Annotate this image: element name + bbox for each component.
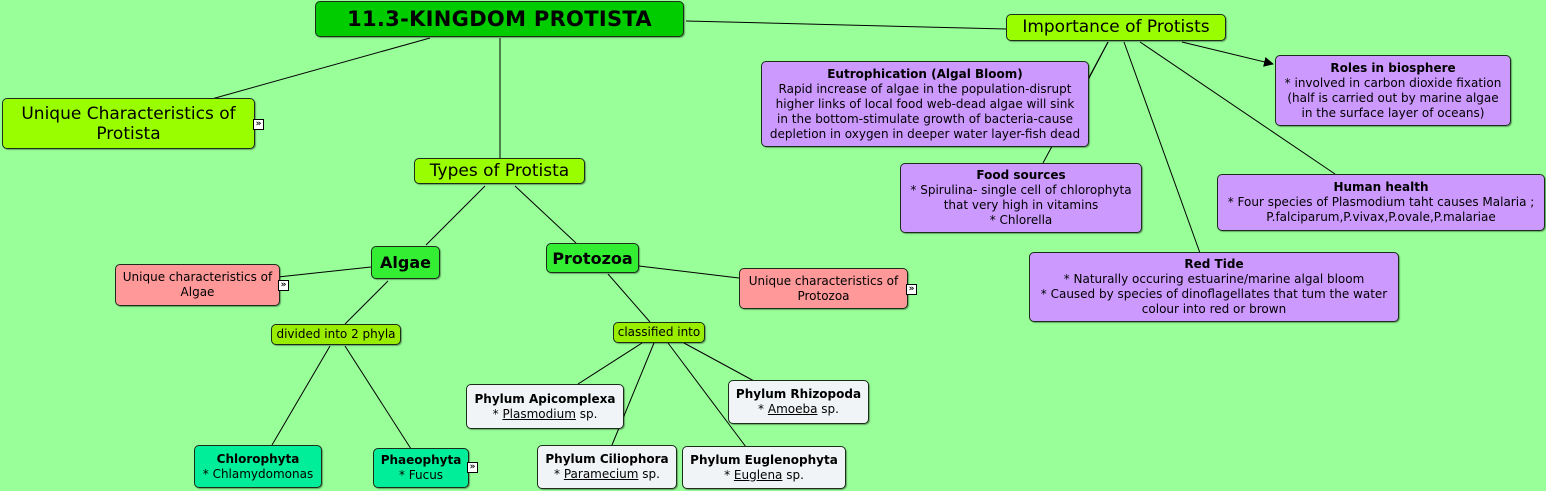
unique-algae-line-1: Unique characteristics of <box>122 270 273 284</box>
food-sources-line-1: * Spirulina- single cell of chlorophyta <box>910 183 1132 197</box>
eutrophication-title: Eutrophication (Algal Bloom) <box>827 66 1023 81</box>
unique-protista-line-2: Protista <box>96 123 161 144</box>
link-algae-divided <box>344 280 389 325</box>
euglenophyta-bullet: * <box>724 467 734 482</box>
ciliophora-bullet: * <box>554 467 564 481</box>
expand-icon[interactable]: » <box>467 462 478 473</box>
apicomplexa-suffix: sp. <box>575 406 598 421</box>
types-protista-node[interactable]: Types of Protista <box>414 158 585 184</box>
phaeophyta-example: * Fucus <box>398 468 444 482</box>
link-classified-apicomplexa <box>577 342 643 385</box>
red-tide-line-2: * Caused by species of dinoflagellates t… <box>1040 287 1388 301</box>
link-types-algae <box>425 185 486 246</box>
unique-protozoa-node[interactable]: Unique characteristics of Protozoa <box>739 268 908 309</box>
human-health-line-2: P.falciparum,P.vivax,P.ovale,P.malariae <box>1266 210 1496 224</box>
unique-protozoa-line-2: Protozoa <box>797 288 850 303</box>
apicomplexa-genus: Plasmodium <box>502 406 576 421</box>
link-kingdom-importance <box>685 20 1007 30</box>
protozoa-node[interactable]: Protozoa <box>546 243 639 273</box>
red-tide-line-1: * Naturally occuring estuarine/marine al… <box>1063 272 1365 286</box>
divided-link-node[interactable]: divided into 2 phyla <box>271 324 401 345</box>
phaeophyta-title: Phaeophyta <box>380 453 462 467</box>
red-tide-node[interactable]: Red Tide * Naturally occuring estuarine/… <box>1029 252 1399 322</box>
rhizopoda-suffix: sp. <box>817 402 839 416</box>
biosphere-line-3: in the surface layer of oceans) <box>1301 105 1485 120</box>
eutrophication-line-1: Rapid increase of algae in the populatio… <box>778 81 1072 96</box>
rhizopoda-node[interactable]: Phylum Rhizopoda * Amoeba sp. <box>728 380 869 424</box>
phaeophyta-node[interactable]: Phaeophyta * Fucus <box>373 448 469 488</box>
chlorophyta-node[interactable]: Chlorophyta * Chlamydomonas <box>194 445 322 488</box>
biosphere-line-1: * involved in carbon dioxide fixation <box>1284 75 1502 90</box>
chlorophyta-title: Chlorophyta <box>216 451 300 466</box>
food-sources-line-3: * Chlorella <box>989 213 1053 227</box>
unique-protozoa-line-1: Unique characteristics of <box>748 273 899 288</box>
biosphere-line-2: (half is carried out by marine algae <box>1287 90 1499 105</box>
human-health-node[interactable]: Human health * Four species of Plasmodiu… <box>1217 174 1545 231</box>
human-health-line-1: * Four species of Plasmodium taht causes… <box>1227 195 1535 209</box>
kingdom-protista-title: 11.3-KINGDOM PROTISTA <box>347 6 652 31</box>
food-sources-node[interactable]: Food sources * Spirulina- single cell of… <box>900 163 1142 233</box>
euglenophyta-genus: Euglena <box>733 467 783 482</box>
link-importance-biosphere <box>1181 41 1274 67</box>
ciliophora-node[interactable]: Phylum Ciliophora * Paramecium sp. <box>537 445 677 489</box>
eutrophication-line-2: higher links of local food web-dead alga… <box>775 96 1075 111</box>
red-tide-title: Red Tide <box>1184 257 1244 271</box>
unique-protista-node[interactable]: Unique Characteristics of Protista <box>2 98 255 149</box>
link-protozoa-unique <box>638 265 740 279</box>
unique-protista-line-1: Unique Characteristics of <box>21 103 236 124</box>
rhizopoda-bullet: * <box>758 402 768 416</box>
link-protozoa-classified <box>607 273 651 323</box>
classified-link-node[interactable]: classified into <box>613 322 705 343</box>
link-algae-unique <box>277 266 372 278</box>
ciliophora-suffix: sp. <box>638 467 660 481</box>
classified-label: classified into <box>617 325 701 339</box>
apicomplexa-title: Phylum Apicomplexa <box>474 391 616 406</box>
human-health-title: Human health <box>1333 180 1429 194</box>
ciliophora-genus: Paramecium <box>563 467 639 481</box>
red-tide-line-3: colour into red or brown <box>1141 302 1287 316</box>
euglenophyta-title: Phylum Euglenophyta <box>690 452 838 467</box>
kingdom-protista-node[interactable]: 11.3-KINGDOM PROTISTA <box>315 1 684 37</box>
euglenophyta-node[interactable]: Phylum Euglenophyta * Euglena sp. <box>682 446 846 489</box>
link-divided-chlorophyta <box>271 345 331 446</box>
expand-icon[interactable]: » <box>906 284 917 295</box>
euglenophyta-suffix: sp. <box>782 467 804 482</box>
link-classified-rhizopoda <box>683 342 755 382</box>
apicomplexa-node[interactable]: Phylum Apicomplexa * Plasmodium sp. <box>466 384 624 429</box>
rhizopoda-genus: Amoeba <box>767 402 818 416</box>
eutrophication-line-4: depletion in oxygen in deeper water laye… <box>769 126 1081 141</box>
food-sources-title: Food sources <box>976 168 1066 182</box>
link-types-protozoa <box>514 185 577 244</box>
unique-algae-node[interactable]: Unique characteristics of Algae <box>115 264 280 306</box>
biosphere-title: Roles in biosphere <box>1330 60 1456 75</box>
link-importance-eutrophication <box>1087 41 1109 81</box>
protozoa-title: Protozoa <box>552 248 633 268</box>
food-sources-line-2: that very high in vitamins <box>943 198 1099 212</box>
chlorophyta-example: * Chlamydomonas <box>202 466 314 481</box>
importance-node[interactable]: Importance of Protists <box>1006 14 1226 41</box>
eutrophication-node[interactable]: Eutrophication (Algal Bloom) Rapid incre… <box>761 61 1089 147</box>
algae-node[interactable]: Algae <box>371 246 440 279</box>
expand-icon[interactable]: » <box>278 280 289 291</box>
types-protista-title: Types of Protista <box>429 160 570 181</box>
link-divided-phaeophyta <box>344 345 414 453</box>
expand-icon[interactable]: » <box>253 119 264 130</box>
eutrophication-line-3: in the bottom-stimulate growth of bacter… <box>777 111 1073 126</box>
divided-label: divided into 2 phyla <box>276 327 396 341</box>
biosphere-node[interactable]: Roles in biosphere * involved in carbon … <box>1275 55 1511 126</box>
link-kingdom-unique <box>207 37 431 101</box>
ciliophora-title: Phylum Ciliophora <box>545 452 669 466</box>
rhizopoda-title: Phylum Rhizopoda <box>735 387 862 401</box>
apicomplexa-bullet: * <box>492 406 503 421</box>
algae-title: Algae <box>380 253 431 272</box>
unique-algae-line-2: Algae <box>180 285 215 299</box>
importance-title: Importance of Protists <box>1022 17 1210 37</box>
